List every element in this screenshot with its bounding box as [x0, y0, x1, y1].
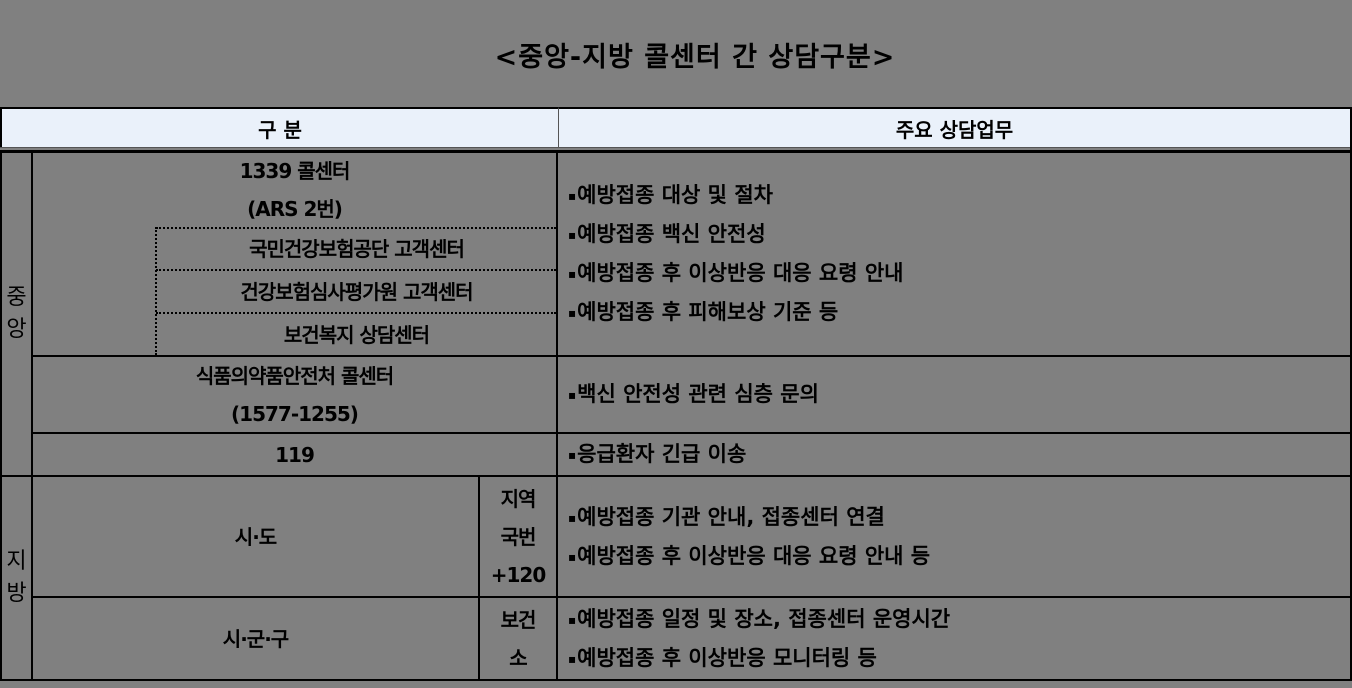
- duty-text: 예방접종 일정 및 장소, 접종센터 운영시간: [577, 606, 951, 631]
- duty-item: ▪응급환자 긴급 이송: [568, 435, 746, 474]
- header-duties-label: 주요 상담업무: [895, 118, 1014, 142]
- cell-mohw: 보건복지 상담센터: [157, 314, 556, 355]
- duty-item: ▪예방접종 후 이상반응 모니터링 등: [568, 639, 950, 678]
- right-border: [1350, 107, 1352, 680]
- cell-sido: 시·도: [33, 477, 478, 596]
- header-divider: [0, 147, 1352, 148]
- duties-sido: ▪예방접종 기관 안내, 접종센터 연결 ▪예방접종 후 이상반응 대응 요령 …: [568, 477, 930, 596]
- cell-hira: 건강보험심사평가원 고객센터: [157, 271, 556, 312]
- region-name: 시·군·구: [222, 626, 289, 651]
- contact-text: 국번: [500, 524, 537, 549]
- page-title: <중앙-지방 콜센터 간 상담구분>: [494, 42, 896, 73]
- duties-sigungu: ▪예방접종 일정 및 장소, 접종센터 운영시간 ▪예방접종 후 이상반응 모니…: [568, 598, 950, 679]
- center-name: 건강보험심사평가원 고객센터: [240, 279, 473, 304]
- duty-item: ▪예방접종 후 이상반응 대응 요령 안내: [568, 254, 904, 293]
- contact-text: 보건: [500, 607, 537, 632]
- duty-text: 예방접종 후 이상반응 모니터링 등: [577, 645, 877, 670]
- duty-item: ▪예방접종 대상 및 절차: [568, 176, 904, 215]
- cell-mfds-callcenter: 식품의약품안전처 콜센터 (1577-1255): [33, 357, 556, 432]
- duties-central: ▪예방접종 대상 및 절차 ▪예방접종 백신 안전성 ▪예방접종 후 이상반응 …: [568, 153, 904, 355]
- center-name: 1339 콜센터: [239, 159, 351, 183]
- contact-text: 지역: [500, 486, 537, 511]
- cell-sigungu-contact: 보건 소: [480, 598, 556, 679]
- dotted-divider: [156, 227, 556, 229]
- duty-item: ▪백신 안전성 관련 심층 문의: [568, 375, 819, 414]
- cell-sido-contact: 지역 국번 +120: [480, 477, 556, 596]
- contact-col-divider: [478, 475, 480, 680]
- row-divider: [0, 475, 1352, 477]
- group-label-central: 중 앙: [2, 153, 31, 475]
- group-label-local: 지 방: [2, 477, 31, 679]
- bullet-icon: ▪: [568, 189, 577, 203]
- bullet-icon: ▪: [568, 448, 577, 462]
- cell-1339-callcenter: 1339 콜센터 (ARS 2번): [33, 153, 556, 227]
- duty-item: ▪예방접종 일정 및 장소, 접종센터 운영시간: [568, 600, 950, 639]
- region-name: 시·도: [234, 524, 277, 549]
- center-contact: (ARS 2번): [247, 197, 343, 221]
- center-contact: (1577-1255): [231, 401, 359, 426]
- bullet-icon: ▪: [568, 228, 577, 242]
- row-divider: [31, 355, 1352, 357]
- duty-text: 예방접종 기관 안내, 접종센터 연결: [577, 504, 885, 529]
- duty-text: 응급환자 긴급 이송: [577, 442, 747, 466]
- center-name: 보건복지 상담센터: [283, 322, 430, 347]
- duty-item: ▪예방접종 후 이상반응 대응 요령 안내 등: [568, 537, 930, 576]
- contact-text: 소: [509, 645, 527, 670]
- row-divider: [31, 432, 1352, 434]
- row-divider: [31, 596, 1352, 598]
- header-divider-thick: [0, 150, 1352, 153]
- center-name: 국민건강보험공단 고객센터: [249, 237, 465, 261]
- dotted-divider: [156, 312, 556, 314]
- table-header-category: 구 분: [0, 107, 558, 148]
- group-label-char: 앙: [6, 317, 27, 342]
- duties-col-divider: [556, 150, 558, 680]
- bullet-icon: ▪: [568, 267, 577, 281]
- left-border: [0, 150, 2, 680]
- table-header-duties: 주요 상담업무: [558, 107, 1352, 148]
- duties-119: ▪응급환자 긴급 이송: [568, 434, 746, 475]
- header-category-label: 구 분: [258, 118, 302, 142]
- bullet-icon: ▪: [568, 388, 577, 402]
- cell-sigungu: 시·군·구: [33, 598, 478, 679]
- duty-text: 예방접종 후 이상반응 대응 요령 안내: [577, 261, 904, 285]
- bullet-icon: ▪: [568, 612, 577, 627]
- duty-text: 예방접종 대상 및 절차: [577, 183, 773, 207]
- group-col-divider: [31, 150, 33, 680]
- cell-119: 119: [33, 434, 556, 475]
- duty-item: ▪예방접종 기관 안내, 접종센터 연결: [568, 498, 930, 537]
- duty-text: 예방접종 백신 안전성: [577, 222, 766, 246]
- group-label-char: 방: [6, 581, 27, 606]
- center-name: 119: [275, 442, 315, 467]
- dotted-divider: [156, 269, 556, 271]
- contact-text: +120: [490, 562, 547, 587]
- cell-nhis: 국민건강보험공단 고객센터: [157, 229, 556, 269]
- duty-item: ▪예방접종 백신 안전성: [568, 215, 904, 254]
- table-bottom-border: [0, 679, 1352, 681]
- duty-item: ▪예방접종 후 피해보상 기준 등: [568, 293, 904, 332]
- dotted-divider-vertical: [155, 227, 157, 355]
- duties-mfds: ▪백신 안전성 관련 심층 문의: [568, 357, 819, 432]
- group-label-char: 중: [6, 285, 27, 310]
- center-name: 식품의약품안전처 콜센터: [195, 363, 394, 388]
- bullet-icon: ▪: [568, 549, 577, 564]
- duty-text: 백신 안전성 관련 심층 문의: [577, 382, 819, 406]
- bullet-icon: ▪: [568, 651, 577, 666]
- duty-text: 예방접종 후 이상반응 대응 요령 안내 등: [577, 543, 931, 568]
- bullet-icon: ▪: [568, 510, 577, 525]
- bullet-icon: ▪: [568, 306, 577, 320]
- group-label-char: 지: [6, 549, 27, 574]
- duty-text: 예방접종 후 피해보상 기준 등: [577, 300, 839, 324]
